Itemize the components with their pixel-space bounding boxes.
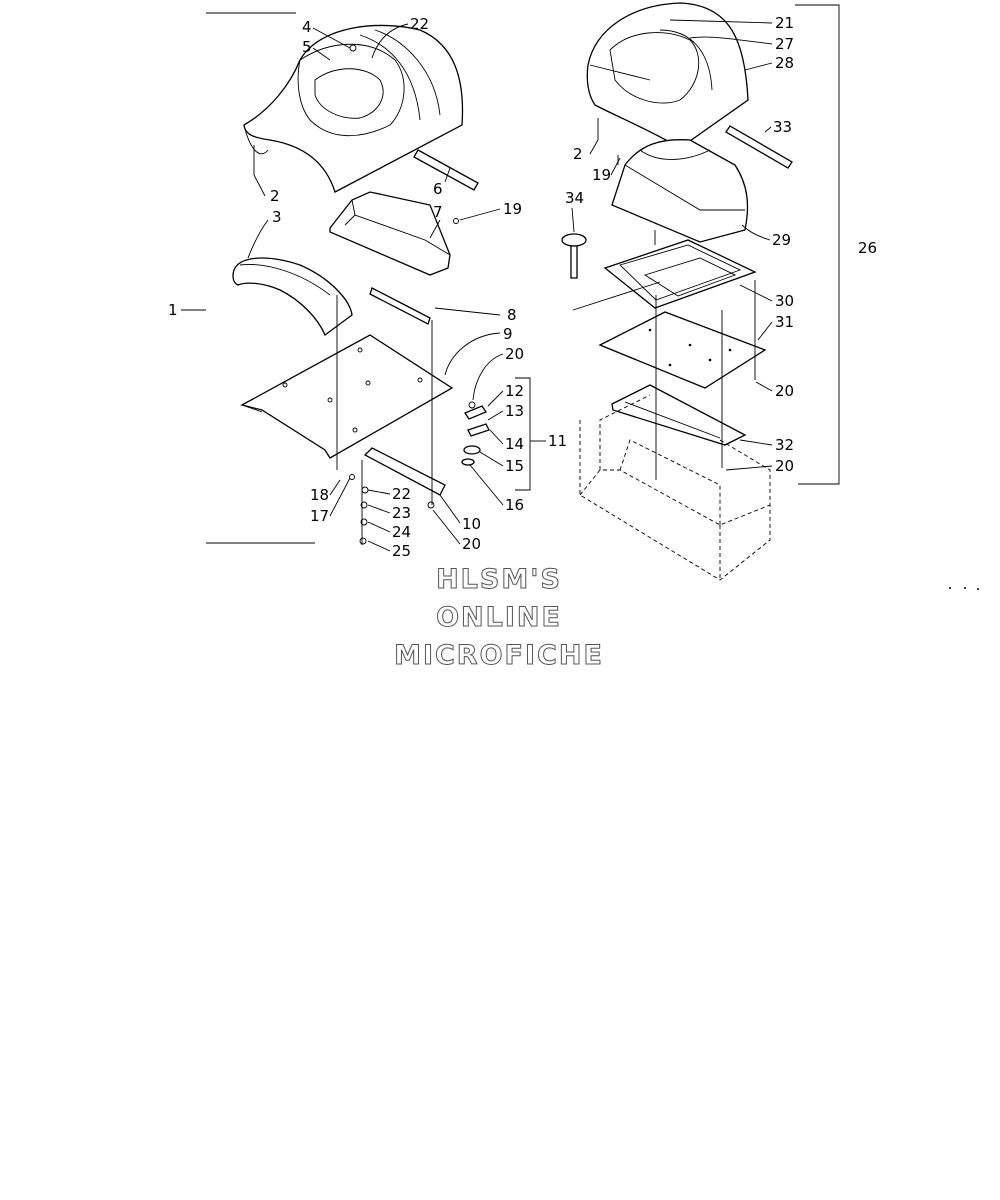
callout-label: 19 (503, 200, 522, 218)
callout-label: 9 (503, 325, 513, 343)
callout-label: 7 (433, 203, 443, 221)
hood-part-28 (586, 2, 749, 149)
callout-label: 10 (462, 515, 481, 533)
watermark: HLSM'S ONLINE MICROFICHE (394, 564, 604, 672)
callout-label: 2 (270, 187, 280, 205)
callout-label: 34 (565, 189, 584, 207)
callout-label: 27 (775, 35, 794, 53)
rail-part-32 (611, 384, 747, 446)
seat-cover-part (243, 24, 464, 193)
watermark-line-3: MICROFICHE (394, 640, 604, 671)
strip-part-33 (725, 125, 793, 169)
base-plate (240, 334, 454, 459)
callout-label: 3 (272, 208, 282, 226)
callout-label: 31 (775, 313, 794, 331)
frame-part-30 (603, 239, 757, 309)
liner-part-29 (611, 139, 749, 243)
callout-label: 15 (505, 457, 524, 475)
callout-label: 13 (505, 402, 524, 420)
left-assembly (206, 12, 531, 545)
callout-label: 20 (462, 535, 481, 553)
callout-label: 20 (505, 345, 524, 363)
callout-label: 18 (310, 486, 329, 504)
callout-label: 16 (505, 496, 524, 514)
callout-label: 5 (302, 38, 312, 56)
callout-label: 1 (168, 301, 178, 319)
callout-label: 30 (775, 292, 794, 310)
watermark-line-1: HLSM'S (436, 564, 562, 595)
callout-label: 26 (858, 239, 877, 257)
callout-label: 22 (392, 485, 411, 503)
knob-part-34 (561, 233, 587, 279)
tray-part-7 (329, 191, 451, 276)
callout-label: 29 (772, 231, 791, 249)
callout-label: 8 (507, 306, 517, 324)
callout-label: 12 (505, 382, 524, 400)
callout-label: 20 (775, 457, 794, 475)
callouts: 1 2 3 4 5 6 7 8 9 10 11 12 13 14 15 16 1… (168, 14, 877, 560)
callout-label: 22 (410, 15, 429, 33)
plate-part-31 (598, 311, 767, 389)
callout-label: 4 (302, 18, 312, 36)
callout-label: 24 (392, 523, 411, 541)
strip-part-6 (413, 149, 479, 191)
right-assembly (561, 2, 840, 581)
callout-label: 25 (392, 542, 411, 560)
tunnel-outline (579, 394, 771, 581)
callout-label: 20 (775, 382, 794, 400)
callout-label: 28 (775, 54, 794, 72)
callout-label: 2 (573, 145, 583, 163)
callout-label: 6 (433, 180, 443, 198)
callout-label: 32 (775, 436, 794, 454)
callout-label: 33 (773, 118, 792, 136)
stray-marks (949, 587, 979, 590)
callout-label: 11 (548, 432, 567, 450)
watermark-line-2: ONLINE (436, 602, 562, 633)
bar-part-8 (369, 287, 431, 325)
callout-label: 17 (310, 507, 329, 525)
callout-label: 21 (775, 14, 794, 32)
callout-label: 19 (592, 166, 611, 184)
fender-part-3 (232, 257, 353, 337)
callout-label: 23 (392, 504, 411, 522)
callout-label: 14 (505, 435, 524, 453)
